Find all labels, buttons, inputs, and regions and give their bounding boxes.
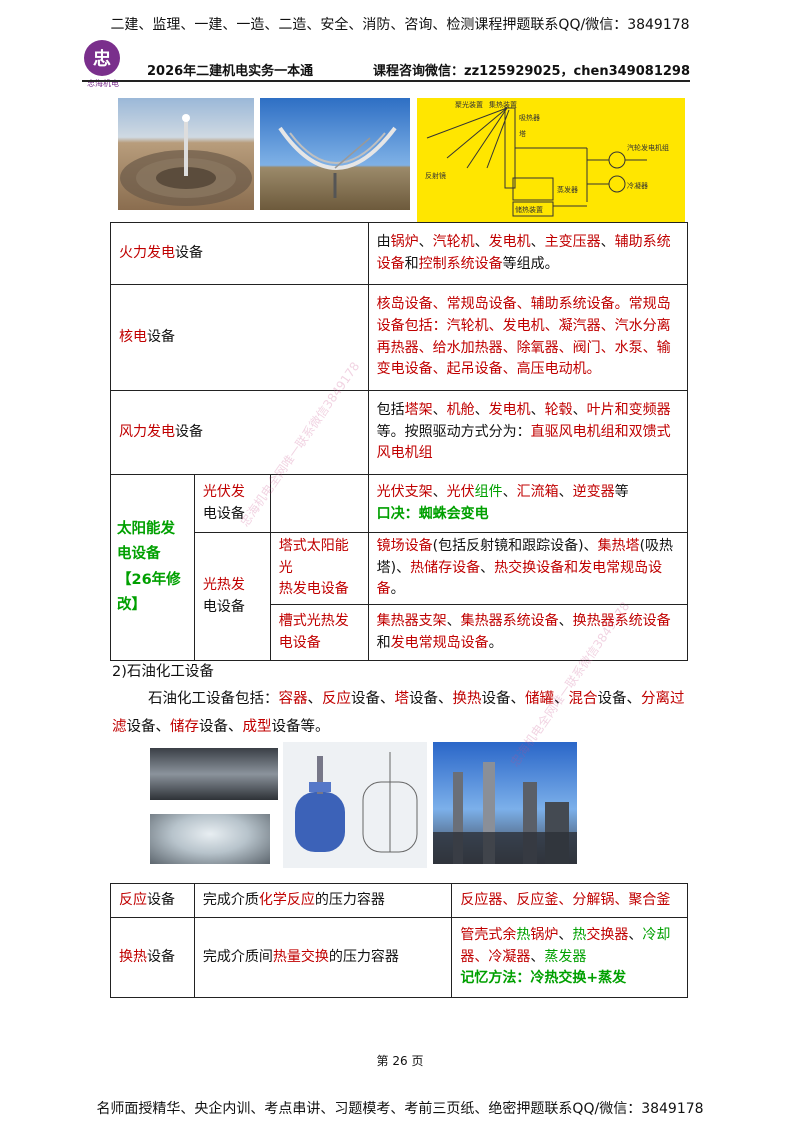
pv-empty-cell <box>269 474 369 533</box>
nuclear-desc: 核岛设备、常规岛设备、辅助系统设备。常规岛设备包括：汽轮机、发电机、凝汽器、汽水… <box>367 284 689 391</box>
contact-info: 课程咨询微信：zz125929025，chen349081298 <box>373 64 690 79</box>
parabolic-dish-image <box>260 98 410 210</box>
section-title: 2)石油化工设备 <box>112 664 214 680</box>
trough-desc: 集热器支架、集热器系统设备、换热器系统设备和发电常规岛设备。 <box>367 604 689 662</box>
table-row: 反应设备 完成介质化学反应的压力容器 反应器、反应釜、分解锅、聚合釜 <box>110 883 688 918</box>
heat-examples: 管壳式余热锅炉、热交换器、冷却器、冷凝器、蒸发器 记忆方法：冷热交换+蒸发 <box>451 917 688 998</box>
petrochem-equipment-table: 反应设备 完成介质化学反应的压力容器 反应器、反应釜、分解锅、聚合釜 换热设备 … <box>110 883 688 998</box>
power-equipment-table: 火力发电设备 由锅炉、汽轮机、发电机、主变压器、辅助系统设备和控制系统设备等组成… <box>110 222 689 662</box>
csp-name: 光热发电设备 <box>193 531 271 662</box>
schematic-picture: 聚光装置 集热装置 吸热器 塔 汽轮发电机组 反射镜 冷凝器 储热装置 蒸发器 <box>425 100 669 217</box>
wind-name: 风力发电设备 <box>110 390 369 475</box>
diag-label-5: 汽轮发电机组 <box>627 143 669 152</box>
diag-label-3: 吸热器 <box>519 113 540 122</box>
wind-desc: 包括塔架、机舱、发电机、轮毂、叶片和变频器等。按照驱动方式分为：直驱风电机组和双… <box>367 390 689 475</box>
table-row: 光热发电设备 塔式太阳能光热发电设备 镜场设备(包括反射镜和跟踪设备)、集热塔(… <box>111 531 689 662</box>
diag-label-8: 储热装置 <box>515 205 543 214</box>
header-divider <box>82 80 690 82</box>
heat-name: 换热设备 <box>110 917 195 998</box>
section-body: 石油化工设备包括：容器、反应设备、塔设备、换热设备、储罐、混合设备、分离过滤设备… <box>112 691 685 735</box>
pv-mnemonic: 口决：蜘蛛会变电 <box>376 505 489 522</box>
diag-label-9: 蒸发器 <box>557 185 578 194</box>
reaction-examples: 反应器、反应釜、分解锅、聚合釜 <box>451 883 688 918</box>
table-row: 火力发电设备 由锅炉、汽轮机、发电机、主变压器、辅助系统设备和控制系统设备等组成… <box>110 222 689 285</box>
solar-name: 太阳能发电设备【26年修改】 <box>110 473 195 662</box>
brand-logo-text: 忠海机电 <box>87 79 119 88</box>
reaction-def: 完成介质化学反应的压力容器 <box>193 883 453 918</box>
reactor-picture <box>295 752 418 853</box>
heat-def: 完成介质间热量交换的压力容器 <box>193 917 453 998</box>
footer-banner: 名师面授精华、央企内训、考点串讲、习题模考、考前三页纸、绝密押题联系QQ/微信：… <box>96 1101 704 1117</box>
page-number: 第 26 页 <box>376 1054 424 1068</box>
diag-label-7: 冷凝器 <box>627 181 648 190</box>
diag-label-4: 塔 <box>519 129 526 138</box>
thermal-desc: 由锅炉、汽轮机、发电机、主变压器、辅助系统设备和控制系统设备等组成。 <box>367 222 689 285</box>
thermal-name: 火力发电设备 <box>110 222 369 285</box>
table-row: 太阳能发电设备【26年修改】 光伏发电设备 光伏支架、光伏组件、汇流箱、逆变器等… <box>110 473 689 662</box>
reactor-vessel-image <box>283 742 427 868</box>
heat-mnemonic: 记忆方法：冷热交换+蒸发 <box>460 970 627 987</box>
tower-desc: 镜场设备(包括反射镜和跟踪设备)、集热塔(吸热塔)、热储存设备、热交换设备和发电… <box>367 531 689 606</box>
solar-field-picture <box>120 114 252 206</box>
diag-label-2: 集热装置 <box>489 100 517 109</box>
refinery-picture <box>433 762 577 864</box>
refinery-plant-image <box>433 742 577 864</box>
solar-thermal-diagram: 聚光装置 集热装置 吸热器 塔 汽轮发电机组 反射镜 冷凝器 储热装置 蒸发器 <box>417 98 685 222</box>
brand-logo-icon: 忠 <box>84 40 120 76</box>
table-row: 槽式光热发电设备 集热器支架、集热器系统设备、换热器系统设备和发电常规岛设备。 <box>111 604 689 662</box>
pv-desc: 光伏支架、光伏组件、汇流箱、逆变器等 口决：蜘蛛会变电 <box>367 474 689 533</box>
table-row: 风力发电设备 包括塔架、机舱、发电机、轮毂、叶片和变频器等。按照驱动方式分为：直… <box>110 390 689 475</box>
table-row: 换热设备 完成介质间热量交换的压力容器 管壳式余热锅炉、热交换器、冷却器、冷凝器… <box>110 917 688 998</box>
solar-tower-field-image <box>118 98 254 210</box>
top-banner: 二建、监理、一建、一造、二造、安全、消防、咨询、检测课程押题联系QQ/微信：38… <box>110 17 690 33</box>
book-title: 2026年二建机电实务一本通 <box>147 64 314 79</box>
dish-picture <box>278 126 397 198</box>
tank-roof-image <box>150 748 278 800</box>
storage-tank-image <box>150 814 270 864</box>
pv-name: 光伏发电设备 <box>193 474 271 533</box>
tower-name: 塔式太阳能光热发电设备 <box>269 531 369 606</box>
trough-name: 槽式光热发电设备 <box>269 604 369 662</box>
table-row: 核电设备 核岛设备、常规岛设备、辅助系统设备。常规岛设备包括：汽轮机、发电机、凝… <box>110 284 689 391</box>
nuclear-name: 核电设备 <box>110 284 369 391</box>
reaction-name: 反应设备 <box>110 883 195 918</box>
diag-label-6: 反射镜 <box>425 171 446 180</box>
diag-label-1: 聚光装置 <box>455 100 483 109</box>
